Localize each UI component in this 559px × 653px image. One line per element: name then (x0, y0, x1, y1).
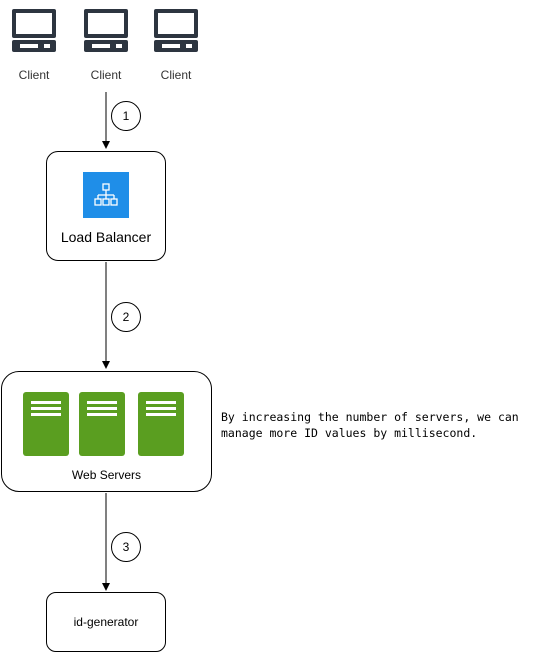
load-balancer-node: Load Balancer (46, 151, 166, 261)
web-servers-node: Web Servers (1, 371, 212, 492)
load-balancer-icon (83, 172, 129, 218)
web-servers-label: Web Servers (71, 468, 142, 482)
client-label-3: Client (160, 68, 192, 82)
id-generator-node: id-generator (46, 592, 166, 652)
step-3-badge: 3 (111, 532, 141, 562)
server-icon (23, 392, 69, 456)
step-2-badge: 2 (111, 302, 141, 332)
step-1-badge: 1 (111, 101, 141, 131)
load-balancer-label: Load Balancer (60, 229, 152, 245)
client-label-1: Client (18, 68, 50, 82)
desktop-computer-icon (12, 9, 56, 52)
client-2 (82, 8, 130, 59)
client-label-2: Client (90, 68, 122, 82)
client-3 (152, 8, 200, 59)
scaling-note: By increasing the number of servers, we … (221, 410, 519, 440)
server-icon (138, 392, 184, 456)
client-1 (10, 8, 58, 59)
desktop-computer-icon (154, 9, 198, 52)
id-generator-label: id-generator (73, 615, 139, 629)
server-icon (79, 392, 125, 456)
network-hierarchy-icon (94, 183, 118, 206)
desktop-computer-icon (84, 9, 128, 52)
